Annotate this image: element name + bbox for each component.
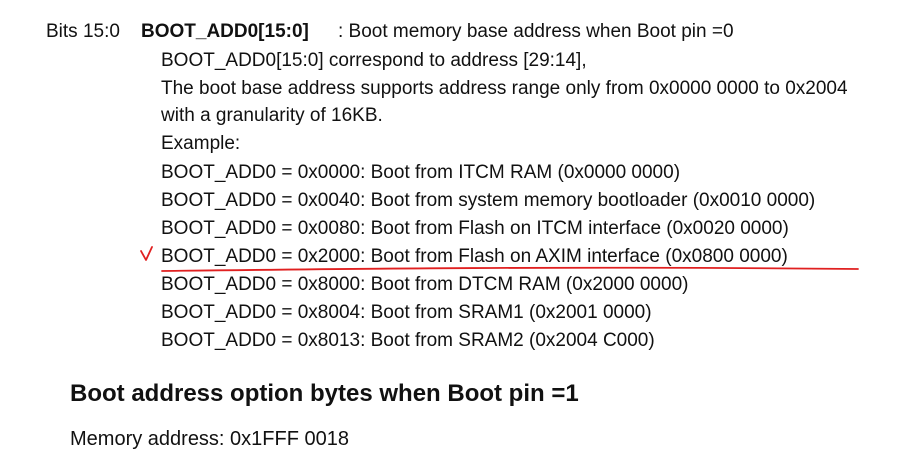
example-item: BOOT_ADD0 = 0x0080: Boot from Flash on I… [161, 218, 789, 239]
red-underline-annotation [161, 266, 859, 272]
check-mark-icon [140, 246, 153, 261]
field-name: BOOT_ADD0[15:0] [141, 21, 309, 42]
memory-address-text: Memory address: 0x1FFF 0018 [70, 428, 349, 450]
description-line: BOOT_ADD0[15:0] correspond to address [2… [161, 50, 587, 71]
field-description: : Boot memory base address when Boot pin… [338, 21, 734, 42]
description-line: with a granularity of 16KB. [161, 105, 383, 126]
example-item: BOOT_ADD0 = 0x8000: Boot from DTCM RAM (… [161, 274, 689, 295]
example-item-highlighted: BOOT_ADD0 = 0x2000: Boot from Flash on A… [161, 246, 788, 267]
example-item: BOOT_ADD0 = 0x8013: Boot from SRAM2 (0x2… [161, 330, 655, 351]
section-heading: Boot address option bytes when Boot pin … [70, 380, 579, 407]
example-item: BOOT_ADD0 = 0x0040: Boot from system mem… [161, 190, 816, 211]
description-line: Example: [161, 133, 241, 154]
example-item: BOOT_ADD0 = 0x8004: Boot from SRAM1 (0x2… [161, 302, 652, 323]
description-line: The boot base address supports address r… [161, 78, 848, 99]
example-item: BOOT_ADD0 = 0x0000: Boot from ITCM RAM (… [161, 162, 681, 183]
bits-label: Bits 15:0 [46, 21, 120, 42]
